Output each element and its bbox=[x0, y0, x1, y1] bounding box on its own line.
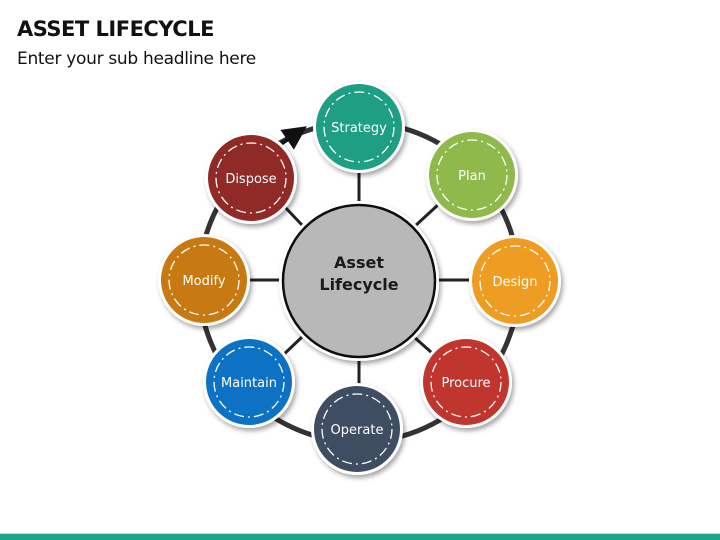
node-label-design: Design bbox=[493, 275, 538, 290]
node-label-operate: Operate bbox=[331, 423, 384, 438]
node-label-modify: Modify bbox=[182, 274, 225, 289]
center-hub bbox=[279, 201, 439, 361]
node-plan[interactable]: Plan bbox=[426, 129, 518, 221]
page-title: ASSET LIFECYCLE bbox=[17, 17, 214, 41]
node-maintain[interactable]: Maintain bbox=[203, 336, 295, 428]
node-label-dispose: Dispose bbox=[225, 172, 276, 187]
footer-accent-bar bbox=[0, 533, 720, 540]
node-strategy[interactable]: Strategy bbox=[313, 81, 405, 173]
center-label-line2: Lifecycle bbox=[319, 275, 398, 294]
node-design[interactable]: Design bbox=[469, 235, 561, 327]
node-label-maintain: Maintain bbox=[221, 376, 277, 391]
center-label-line1: Asset bbox=[334, 253, 384, 272]
node-operate[interactable]: Operate bbox=[311, 383, 403, 475]
node-procure[interactable]: Procure bbox=[420, 336, 512, 428]
node-dispose[interactable]: Dispose bbox=[205, 132, 297, 224]
node-label-plan: Plan bbox=[458, 169, 486, 184]
node-modify[interactable]: Modify bbox=[158, 234, 250, 326]
page-subtitle: Enter your sub headline here bbox=[17, 49, 256, 69]
node-label-procure: Procure bbox=[441, 376, 490, 391]
node-label-strategy: Strategy bbox=[331, 121, 387, 136]
